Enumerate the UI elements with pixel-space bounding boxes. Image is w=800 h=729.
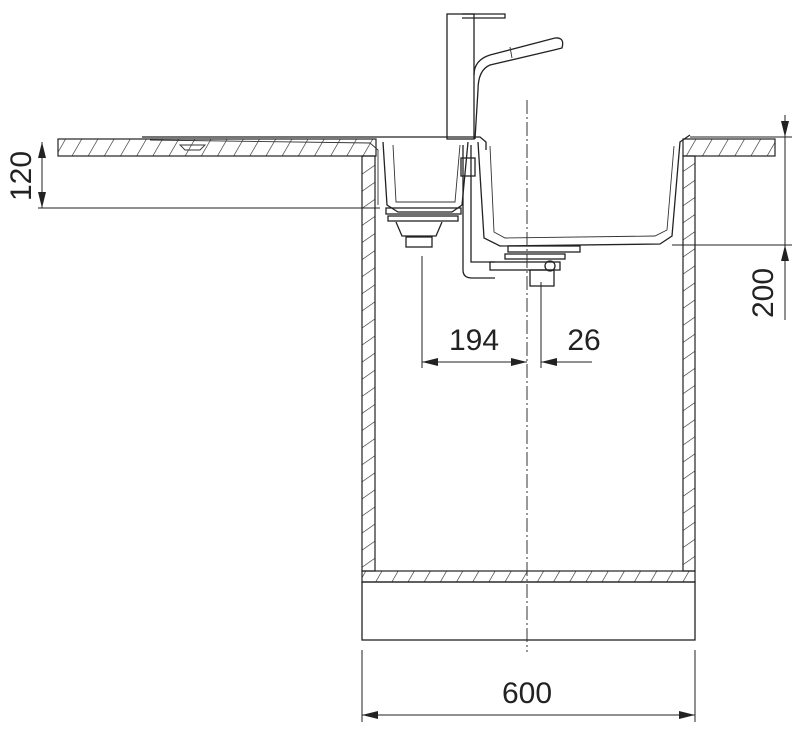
cabinet-plinth (361, 581, 696, 641)
dimension-26-label: 26 (567, 324, 600, 357)
dimension-120-label: 120 (5, 151, 38, 201)
large-bowl-drain (489, 245, 581, 287)
small-bowl-inner (392, 144, 461, 203)
faucet-spout (473, 37, 564, 140)
cabinet-left-wall (361, 155, 376, 572)
overflow-fitting (460, 157, 476, 177)
cabinet (361, 155, 696, 641)
spout-joint (509, 46, 513, 59)
countertop-right (682, 138, 776, 157)
dimension-600: 600 (361, 650, 696, 722)
overflow-pipe (462, 145, 495, 279)
faucet (446, 13, 564, 140)
sink (142, 134, 691, 287)
countertop-left (57, 138, 377, 157)
drainer-surface (149, 139, 379, 205)
faucet-body (446, 13, 475, 140)
overflow-pipe-inner (470, 145, 495, 263)
dimension-194-label: 194 (449, 324, 499, 357)
small-bowl-drain (385, 207, 462, 248)
dimension-120: 120 (5, 142, 380, 209)
drainer-overflow (178, 144, 207, 151)
cabinet-right-wall (682, 155, 696, 572)
dimension-200: 200 (672, 115, 792, 320)
dimension-200-label: 200 (747, 268, 780, 318)
dimension-600-label: 600 (502, 677, 552, 710)
dimension-26: 26 (540, 282, 601, 368)
drainer-top (142, 136, 487, 150)
cabinet-bottom (361, 570, 696, 583)
dimension-194: 194 (421, 256, 527, 368)
faucet-handle (462, 13, 506, 19)
large-bowl (477, 134, 691, 247)
large-bowl-inner (489, 145, 675, 239)
countertop (57, 138, 776, 157)
